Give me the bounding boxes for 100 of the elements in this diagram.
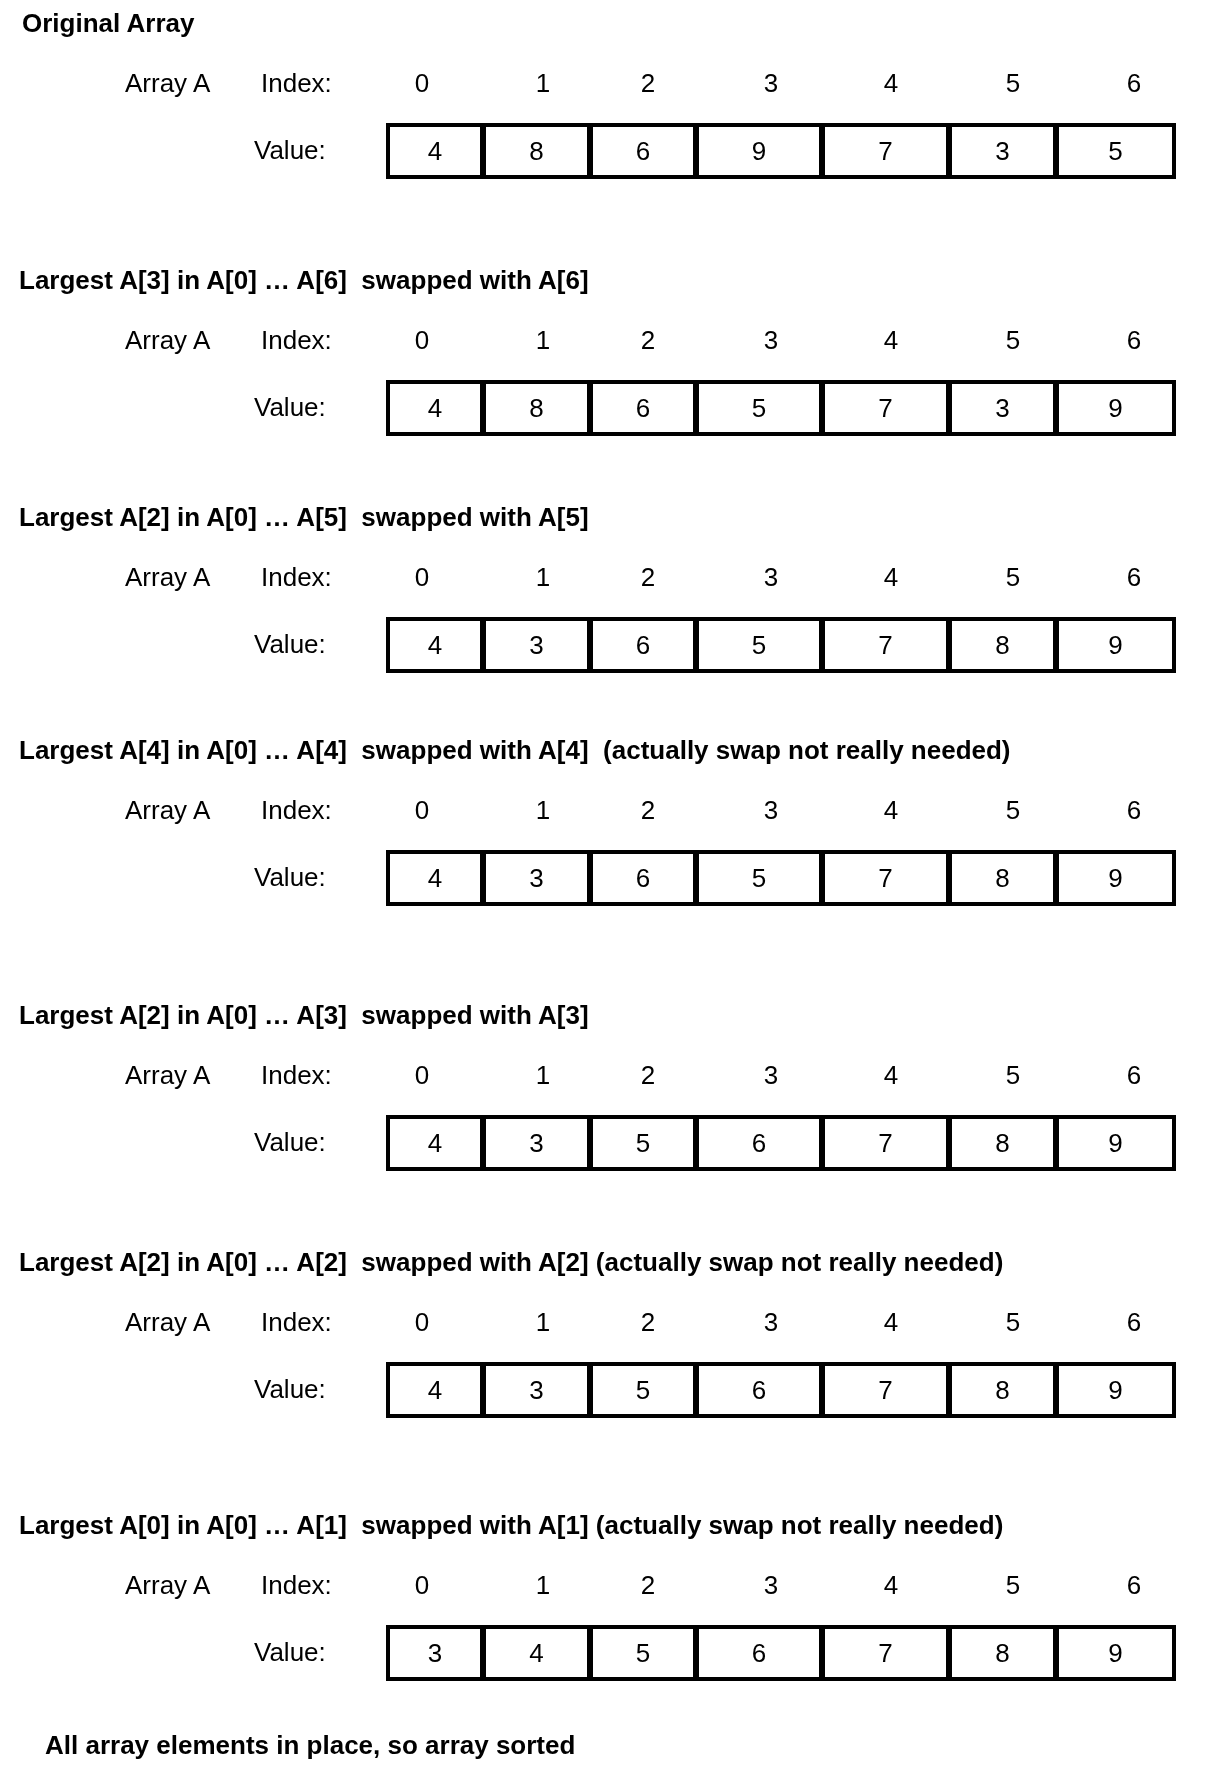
index-number: 0 [414,1060,430,1090]
step-heading: Largest A[4] in A[0] … A[4] swapped with A[4] (actually swap not really needed) [19,735,1011,765]
index-number: 2 [640,325,656,355]
value-cell: 8 [948,850,1057,906]
value-cell: 3 [948,123,1057,179]
value-cell: 5 [695,850,823,906]
index-number: 3 [763,325,779,355]
index-number: 4 [883,562,899,592]
step-heading: Original Array [22,8,195,38]
index-number: 2 [640,68,656,98]
index-number: 4 [883,795,899,825]
index-number: 5 [1005,325,1021,355]
row-label: Value: [254,392,326,422]
value-cell: 9 [695,123,823,179]
index-number: 3 [763,68,779,98]
value-cell: 8 [948,1115,1057,1171]
index-number: 1 [535,1060,551,1090]
index-number: 5 [1005,795,1021,825]
index-number: 2 [640,795,656,825]
value-cell: 3 [482,1115,591,1171]
value-cell: 9 [1055,380,1176,436]
array-name: Array A [125,795,211,825]
value-cell: 6 [589,617,697,673]
value-cell: 9 [1055,1362,1176,1418]
value-cell: 6 [695,1115,823,1171]
index-number: 5 [1005,1307,1021,1337]
array-name: Array A [125,562,211,592]
value-cell: 7 [821,380,950,436]
row-label: Value: [254,1127,326,1157]
index-number: 0 [414,1570,430,1600]
index-number: 0 [414,325,430,355]
index-number: 3 [763,1307,779,1337]
index-number: 6 [1126,795,1142,825]
index-number: 6 [1126,1307,1142,1337]
value-cell: 8 [948,1625,1057,1681]
row-label: Value: [254,1374,326,1404]
value-cell: 7 [821,1362,950,1418]
conclusion-note: All array elements in place, so array sorted [45,1730,576,1760]
array-name: Array A [125,68,211,98]
value-cell: 3 [482,617,591,673]
value-cell: 3 [482,850,591,906]
value-cell: 3 [386,1625,484,1681]
index-number: 1 [535,1570,551,1600]
step-heading: Largest A[0] in A[0] … A[1] swapped with A[1] (actually swap not really needed) [19,1510,1004,1540]
row-label: Value: [254,1637,326,1667]
value-cell: 7 [821,850,950,906]
index-number: 6 [1126,1060,1142,1090]
row-label: Index: [261,68,332,98]
value-cell: 5 [589,1625,697,1681]
value-cell: 8 [482,380,591,436]
value-cell: 9 [1055,850,1176,906]
value-cell: 5 [589,1362,697,1418]
row-label: Index: [261,1307,332,1337]
value-cell: 7 [821,1115,950,1171]
index-number: 4 [883,68,899,98]
array-name: Array A [125,1570,211,1600]
index-number: 6 [1126,562,1142,592]
index-number: 3 [763,1570,779,1600]
row-label: Value: [254,862,326,892]
index-number: 1 [535,1307,551,1337]
row-label: Index: [261,795,332,825]
value-cell: 3 [948,380,1057,436]
index-number: 4 [883,1307,899,1337]
value-cell: 5 [589,1115,697,1171]
array-name: Array A [125,1060,211,1090]
index-number: 6 [1126,68,1142,98]
index-number: 1 [535,795,551,825]
value-cell: 4 [386,850,484,906]
step-heading: Largest A[2] in A[0] … A[3] swapped with A[3] [19,1000,589,1030]
row-label: Index: [261,1060,332,1090]
index-number: 0 [414,1307,430,1337]
index-number: 4 [883,325,899,355]
index-number: 2 [640,1570,656,1600]
index-number: 1 [535,68,551,98]
array-name: Array A [125,325,211,355]
value-cell: 9 [1055,617,1176,673]
value-cell: 9 [1055,1115,1176,1171]
index-number: 0 [414,68,430,98]
step-heading: Largest A[2] in A[0] … A[5] swapped with A[5] [19,502,589,532]
index-number: 5 [1005,68,1021,98]
value-cell: 3 [482,1362,591,1418]
value-cell: 6 [589,123,697,179]
value-cell: 4 [386,617,484,673]
index-number: 1 [535,325,551,355]
value-cell: 4 [386,380,484,436]
index-number: 6 [1126,1570,1142,1600]
value-cell: 9 [1055,1625,1176,1681]
value-cell: 4 [482,1625,591,1681]
index-number: 4 [883,1570,899,1600]
value-cell: 5 [695,617,823,673]
step-heading: Largest A[3] in A[0] … A[6] swapped with A[6] [19,265,589,295]
value-cell: 6 [695,1625,823,1681]
value-cell: 4 [386,123,484,179]
value-cell: 4 [386,1115,484,1171]
value-cell: 7 [821,123,950,179]
value-cell: 6 [589,850,697,906]
value-cell: 4 [386,1362,484,1418]
index-number: 3 [763,795,779,825]
row-label: Index: [261,1570,332,1600]
value-cell: 8 [948,617,1057,673]
